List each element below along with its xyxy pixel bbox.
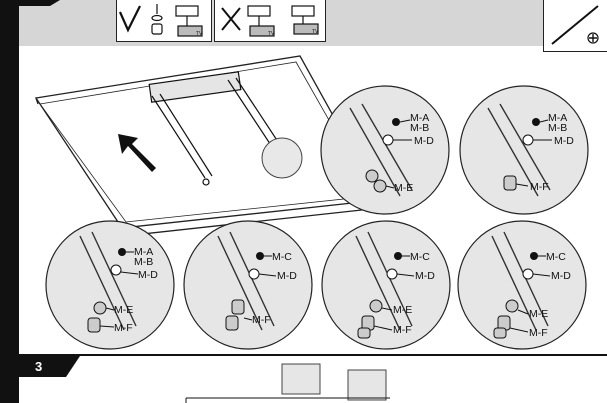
label-d1-d: M-E: [394, 182, 413, 194]
label-d1-c: M-D: [414, 135, 434, 147]
bracket-tv-icon-2: TV: [291, 5, 319, 35]
check-mark-icon: [118, 5, 141, 33]
label-d6-d: M-F: [529, 327, 548, 339]
label-d3-a: M-A: [134, 246, 153, 258]
label-d1-b: M-B: [410, 122, 429, 134]
section-divider: [19, 354, 607, 356]
label-d1-a: M-A: [410, 112, 429, 124]
detail-2: M-A M-B M-D M-F: [459, 85, 589, 215]
detail-4: M-C M-D M-F: [183, 220, 313, 350]
label-d2-d: M-F: [530, 181, 549, 193]
direction-arrow-icon: [118, 134, 156, 172]
zoom-circle: [261, 137, 303, 179]
bracket-tv-icon: TV: [175, 5, 203, 37]
label-d5-b: M-D: [415, 270, 435, 282]
detail-6: M-C M-D M-E M-F: [457, 220, 587, 350]
label-d6-a: M-C: [546, 251, 566, 263]
svg-text:TV: TV: [196, 31, 203, 37]
label-d6-b: M-D: [551, 270, 571, 282]
step-tab-top: [19, 0, 60, 6]
label-d5-d: M-F: [393, 324, 412, 336]
wall-bracket: [148, 71, 291, 186]
svg-text:TV: TV: [268, 31, 275, 37]
phillips-screwdriver-icon: [551, 5, 599, 45]
label-d2-b: M-B: [548, 122, 567, 134]
label-d2-a: M-A: [548, 112, 567, 124]
bracket-tv-wrong-icon: TV: [247, 5, 275, 37]
step-tab: [19, 356, 80, 377]
screw-washer-icon: [151, 4, 163, 35]
cross-mark-icon: [221, 7, 241, 31]
label-d3-d: M-E: [114, 304, 133, 316]
left-edge-bar: [0, 0, 19, 403]
label-d4-c: M-F: [252, 314, 271, 326]
detail-5: M-C M-D M-E M-F: [321, 220, 451, 350]
detail-3: M-A M-B M-D M-E M-F: [45, 220, 175, 350]
label-d4-a: M-C: [272, 251, 292, 263]
detail-1: M-A M-B M-D M-E: [320, 85, 450, 215]
label-d3-b: M-B: [134, 256, 153, 268]
label-d3-c: M-D: [138, 269, 158, 281]
label-d6-c: M-E: [529, 308, 548, 320]
label-d3-e: M-F: [114, 322, 133, 334]
step-number: 3: [35, 359, 43, 374]
label-d5-a: M-C: [410, 251, 430, 263]
step-3-illustration: [185, 363, 390, 403]
svg-text:TV: TV: [312, 29, 319, 35]
label-d5-c: M-E: [393, 304, 412, 316]
label-d2-c: M-D: [554, 135, 574, 147]
label-d4-b: M-D: [277, 270, 297, 282]
